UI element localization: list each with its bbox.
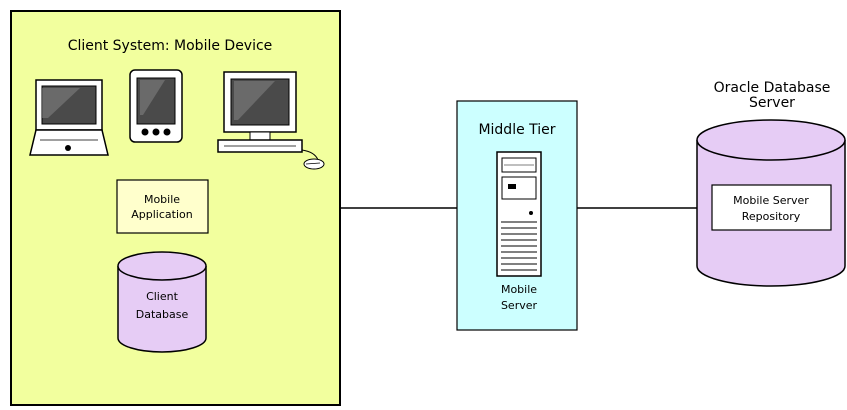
- pda-icon: [129, 69, 183, 143]
- repository-label-line2: Repository: [742, 210, 801, 223]
- repository-label-line1: Mobile Server: [733, 194, 809, 207]
- mobile-application-label-line1: Mobile: [144, 193, 180, 206]
- client-database-label-line1: Client: [146, 290, 179, 303]
- server-tower-icon: [496, 151, 542, 277]
- client-system-title: Client System: Mobile Device: [68, 38, 273, 54]
- client-database-label-line2: Database: [136, 308, 189, 321]
- middle-tier-panel: Middle Tier Mobile Server: [456, 100, 578, 331]
- client-database-cylinder: Client Database: [117, 251, 207, 353]
- oracle-db-title-line2: Server: [749, 95, 795, 111]
- oracle-database-server: Oracle Database Server Mobile Server Rep…: [696, 80, 846, 287]
- mobile-server-label-line1: Mobile: [501, 283, 537, 296]
- mobile-server-repository-box: Mobile Server Repository: [711, 184, 832, 231]
- oracle-db-title-line1: Oracle Database: [714, 80, 831, 96]
- desktop-computer-icon: [217, 71, 325, 170]
- mobile-application-label-line2: Application: [131, 208, 192, 221]
- middle-tier-title: Middle Tier: [478, 122, 555, 138]
- laptop-icon: [29, 79, 109, 156]
- client-system-panel: Client System: Mobile Device: [10, 10, 341, 406]
- mobile-server-label-line2: Server: [501, 299, 538, 312]
- mobile-application-box: Mobile Application: [116, 179, 209, 234]
